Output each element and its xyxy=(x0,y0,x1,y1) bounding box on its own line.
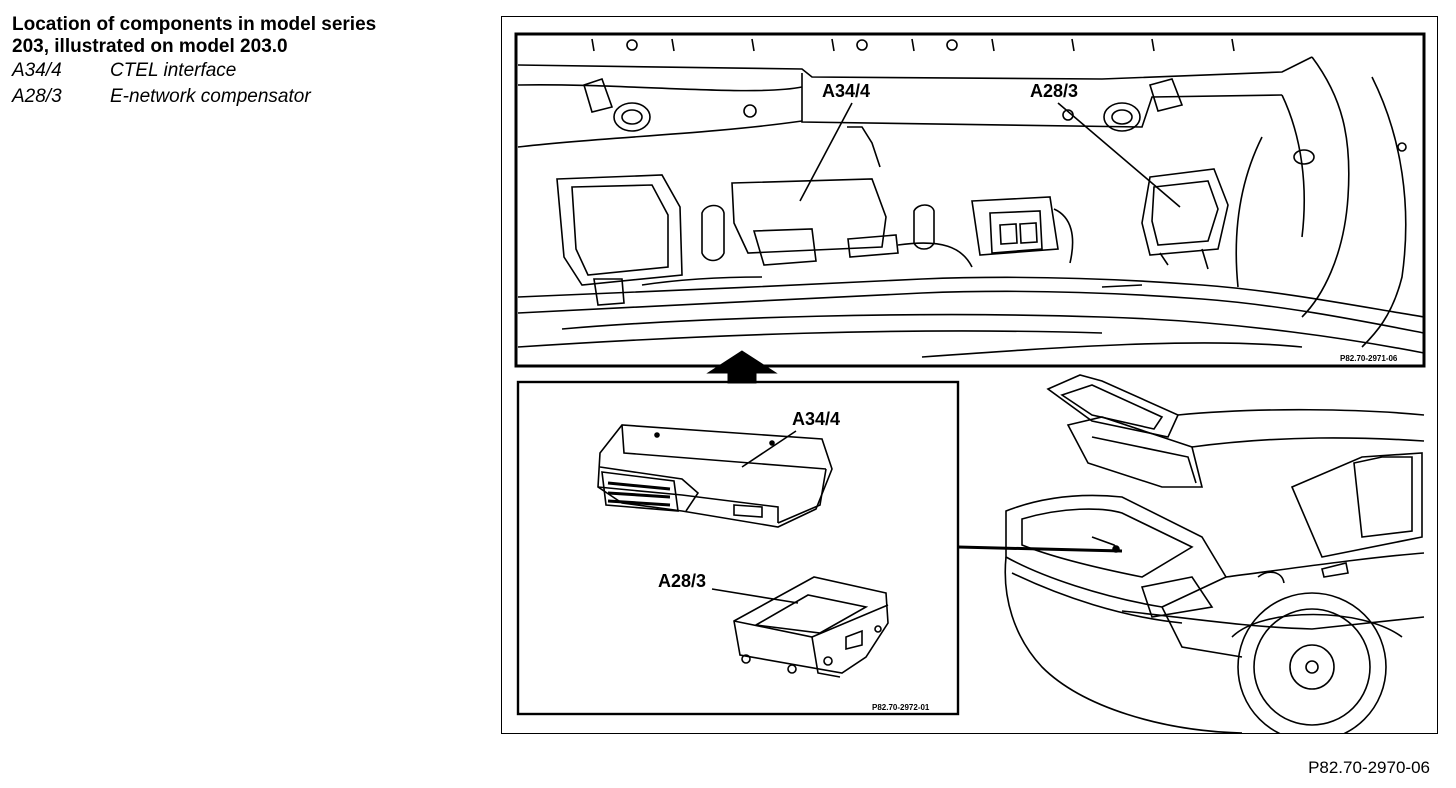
legend-item-code: A34/4 xyxy=(12,60,62,81)
pointer-line xyxy=(957,545,1123,553)
bottom-panel-components xyxy=(516,380,960,716)
legend-item: A28/3 E-network compensator xyxy=(12,84,482,110)
top-panel-trunk-interior xyxy=(514,32,1426,368)
legend-title-line-2: 203, illustrated on model 203.0 xyxy=(12,36,288,57)
car-rear-view xyxy=(1004,374,1425,733)
top-panel-callout-lines xyxy=(799,102,1181,208)
callout-a34-4-top: A34/4 xyxy=(822,81,870,101)
component-location-drawing: A34/4 A28/3 P82.70-2971-06 xyxy=(514,32,1426,733)
figure-reference: P82.70-2970-06 xyxy=(1308,758,1430,777)
callout-a28-3-bottom: A28/3 xyxy=(658,571,706,591)
legend-title-line-1: Location of components in model series xyxy=(12,14,377,35)
legend: Location of components in model series 2… xyxy=(12,14,482,110)
arrow-up-icon xyxy=(706,350,778,384)
figure-frame: A34/4 A28/3 P82.70-2971-06 xyxy=(501,16,1438,734)
legend-item-description: E-network compensator xyxy=(110,86,311,107)
bottom-panel-reference: P82.70-2972-01 xyxy=(872,703,930,712)
legend-item-code: A28/3 xyxy=(12,86,62,107)
callout-a34-4-bottom: A34/4 xyxy=(792,409,840,429)
callout-a28-3-top: A28/3 xyxy=(1030,81,1078,101)
legend-item: A34/4 CTEL interface xyxy=(12,58,482,84)
legend-item-description: CTEL interface xyxy=(110,60,237,81)
bottom-panel-callout-lines xyxy=(711,430,799,604)
top-panel-reference: P82.70-2971-06 xyxy=(1340,354,1398,363)
